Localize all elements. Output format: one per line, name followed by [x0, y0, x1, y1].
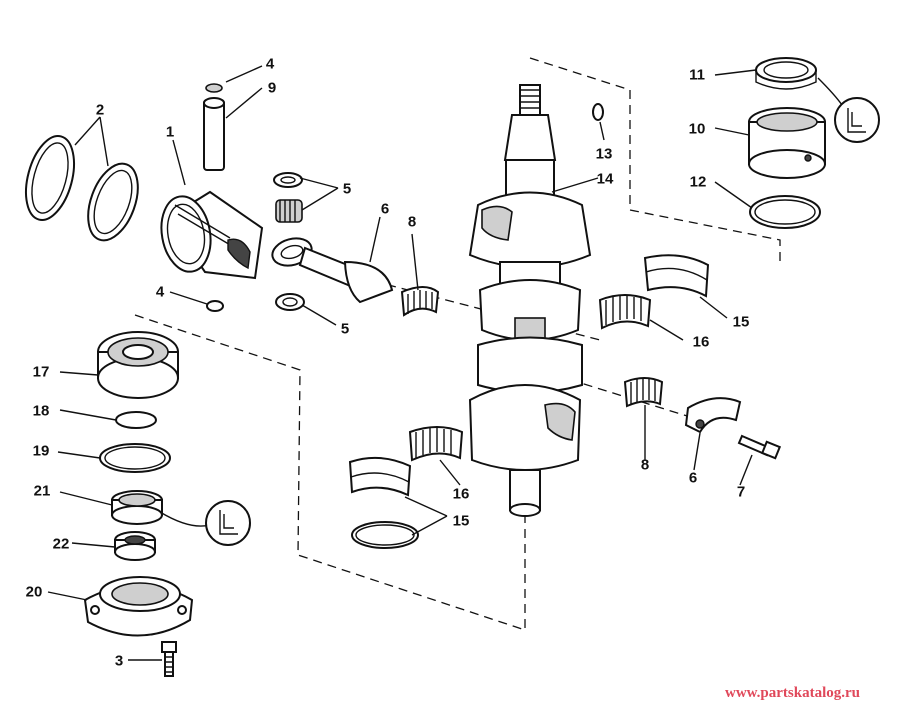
piston: [160, 190, 264, 280]
rod-bearing-lower: [623, 377, 664, 408]
retaining-ring-left: [351, 521, 419, 549]
label-10: 10: [688, 120, 706, 138]
rod-bearing-upper: [400, 286, 440, 317]
center-bearing-right: [598, 294, 652, 330]
bearing-housing: [83, 576, 194, 637]
label-4-top: 4: [265, 55, 275, 73]
housing-bolt: [161, 641, 177, 677]
label-6-right: 6: [688, 469, 698, 487]
label-16-bottom: 16: [452, 485, 470, 503]
label-9: 9: [267, 79, 277, 97]
sealant-callout-top: [817, 77, 880, 143]
leader-lines: [47, 65, 757, 661]
pin-washer-bottom: [275, 293, 305, 311]
label-15-bottom: 15: [452, 512, 470, 530]
o-ring-19-inner: [104, 446, 166, 470]
label-19: 19: [32, 442, 50, 460]
ball-bearing: [97, 331, 179, 399]
label-2: 2: [95, 101, 105, 119]
center-bearing-left: [408, 426, 464, 462]
main-bearing-half-left: [348, 456, 412, 497]
main-bearing-half-right: [643, 254, 710, 298]
retaining-clip-lower: [206, 300, 224, 312]
top-seal: [755, 57, 817, 90]
crankshaft: [468, 84, 592, 517]
label-11: 11: [689, 66, 705, 84]
label-7: 7: [736, 483, 746, 501]
o-ring-upper: [749, 195, 821, 229]
seal-21: [111, 490, 163, 525]
rod-cap: [684, 397, 742, 434]
label-8-right: 8: [640, 456, 650, 474]
label-20: 20: [25, 583, 43, 601]
snap-ring-18: [115, 411, 157, 429]
label-22: 22: [52, 535, 70, 553]
label-5-top: 5: [342, 180, 352, 198]
top-bearing: [748, 107, 826, 179]
label-8-left: 8: [407, 213, 417, 231]
label-14: 14: [596, 170, 614, 188]
o-ring-19: [99, 443, 171, 473]
guide-line-crank-bottom: [134, 314, 526, 631]
rod-bolt: [737, 434, 782, 460]
woodruff-key: [592, 103, 604, 121]
label-3: 3: [114, 652, 124, 670]
label-12: 12: [689, 173, 707, 191]
label-17: 17: [32, 363, 50, 381]
wrist-pin: [203, 83, 225, 171]
label-1: 1: [165, 123, 175, 141]
label-13: 13: [595, 145, 613, 163]
seal-22: [114, 531, 156, 561]
label-6-left: 6: [380, 200, 390, 218]
sealant-callout-bottom: [159, 500, 251, 546]
label-4-bottom: 4: [155, 283, 165, 301]
label-21: 21: [33, 482, 51, 500]
o-ring-upper-inner: [754, 199, 816, 225]
label-15-right: 15: [732, 313, 750, 331]
piston-rings: [25, 135, 139, 242]
pin-bearing-top: [273, 172, 303, 223]
label-18: 18: [32, 402, 50, 420]
watermark-link[interactable]: www.partskatalog.ru: [724, 685, 860, 701]
connecting-rod: [271, 237, 394, 304]
label-5-bottom: 5: [340, 320, 350, 338]
label-16-right: 16: [692, 333, 710, 351]
